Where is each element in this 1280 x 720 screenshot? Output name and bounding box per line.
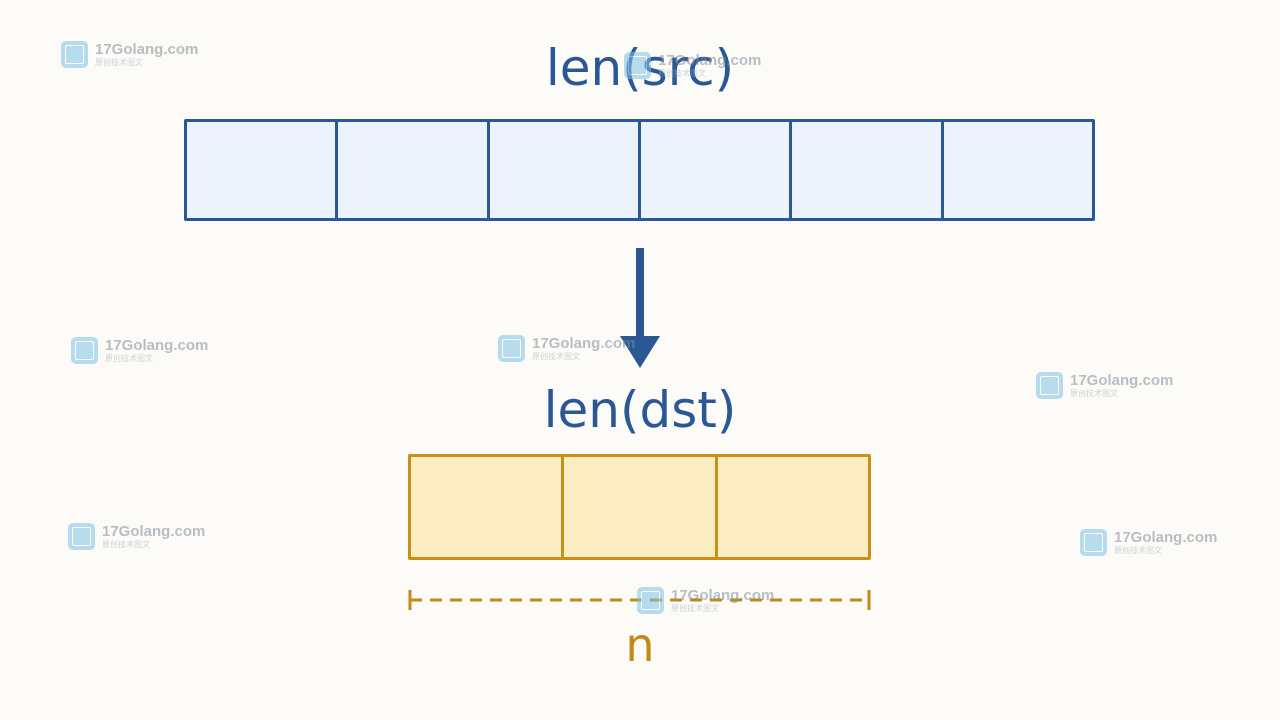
- src-cell: [944, 122, 1092, 218]
- n-label: n: [625, 618, 655, 672]
- dst-cell: [718, 457, 868, 557]
- brand-logo-icon: [1080, 529, 1107, 556]
- arrow-shaft: [636, 248, 644, 336]
- n-range-bracket: [408, 590, 871, 610]
- watermark-title: 17Golang.com: [105, 336, 209, 354]
- src-cell: [187, 122, 339, 218]
- src-cell: [490, 122, 641, 218]
- watermark-title: 17Golang.com: [1114, 528, 1218, 546]
- dst-slice: [408, 454, 871, 560]
- src-slice: [184, 119, 1095, 221]
- src-cell: [641, 122, 793, 218]
- watermark-subtitle: 原创技术图文: [102, 539, 150, 549]
- arrow-head: [620, 336, 660, 368]
- src-length-title: len(src): [545, 39, 735, 97]
- copy-arrow-icon: [620, 248, 660, 368]
- brand-logo-icon: [498, 335, 525, 362]
- src-cell: [792, 122, 944, 218]
- dst-cell: [411, 457, 565, 557]
- src-cell: [338, 122, 490, 218]
- brand-logo-icon: [68, 523, 95, 550]
- watermark-subtitle: 原创技术图文: [105, 353, 153, 363]
- dst-length-title: len(dst): [543, 381, 737, 439]
- dst-cell: [564, 457, 718, 557]
- watermark-subtitle: 原创技术图文: [1114, 545, 1162, 555]
- brand-logo-icon: [71, 337, 98, 364]
- watermark-title: 17Golang.com: [102, 522, 206, 540]
